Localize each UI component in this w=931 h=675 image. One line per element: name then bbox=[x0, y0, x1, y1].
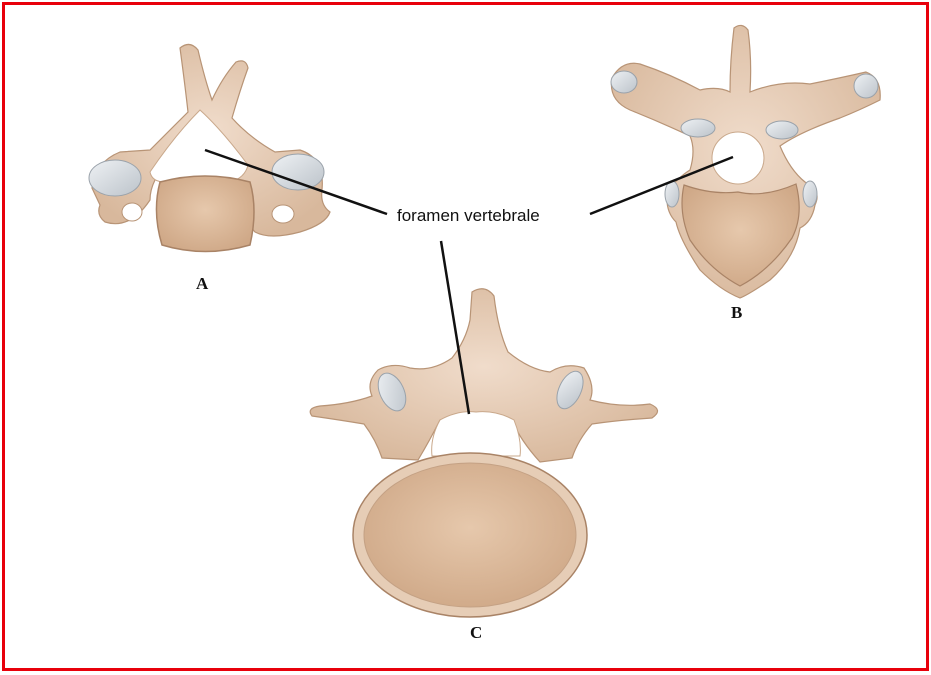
vertebra-b-right-superior-facet bbox=[766, 121, 798, 139]
vertebra-b-right-costal-facet bbox=[803, 181, 817, 207]
vertebra-c-foramen bbox=[432, 412, 521, 456]
vertebra-c-lumbar bbox=[310, 289, 657, 617]
vertebra-b-left-costal-facet bbox=[665, 181, 679, 207]
vertebra-a-cervical bbox=[89, 44, 330, 251]
vertebra-a-left-facet bbox=[89, 160, 141, 196]
vertebra-b-thoracic bbox=[611, 25, 880, 298]
vertebra-b-foramen bbox=[712, 132, 764, 184]
vertebra-a-left-transverse-foramen bbox=[122, 203, 142, 221]
vertebra-a-right-transverse-foramen bbox=[272, 205, 294, 223]
figure-label-a: A bbox=[196, 274, 208, 294]
vertebra-b-left-superior-facet bbox=[681, 119, 715, 137]
figure-label-c: C bbox=[470, 623, 482, 643]
figure-label-b: B bbox=[731, 303, 742, 323]
vertebra-c-body bbox=[364, 463, 576, 607]
foramen-vertebrale-label: foramen vertebrale bbox=[394, 206, 543, 226]
vertebra-a-right-facet bbox=[272, 154, 324, 190]
vertebra-a-body bbox=[156, 176, 254, 252]
vertebra-b-right-transverse-facet bbox=[854, 74, 878, 98]
vertebra-b-left-transverse-facet bbox=[611, 71, 637, 93]
vertebra-b-body bbox=[682, 184, 799, 286]
